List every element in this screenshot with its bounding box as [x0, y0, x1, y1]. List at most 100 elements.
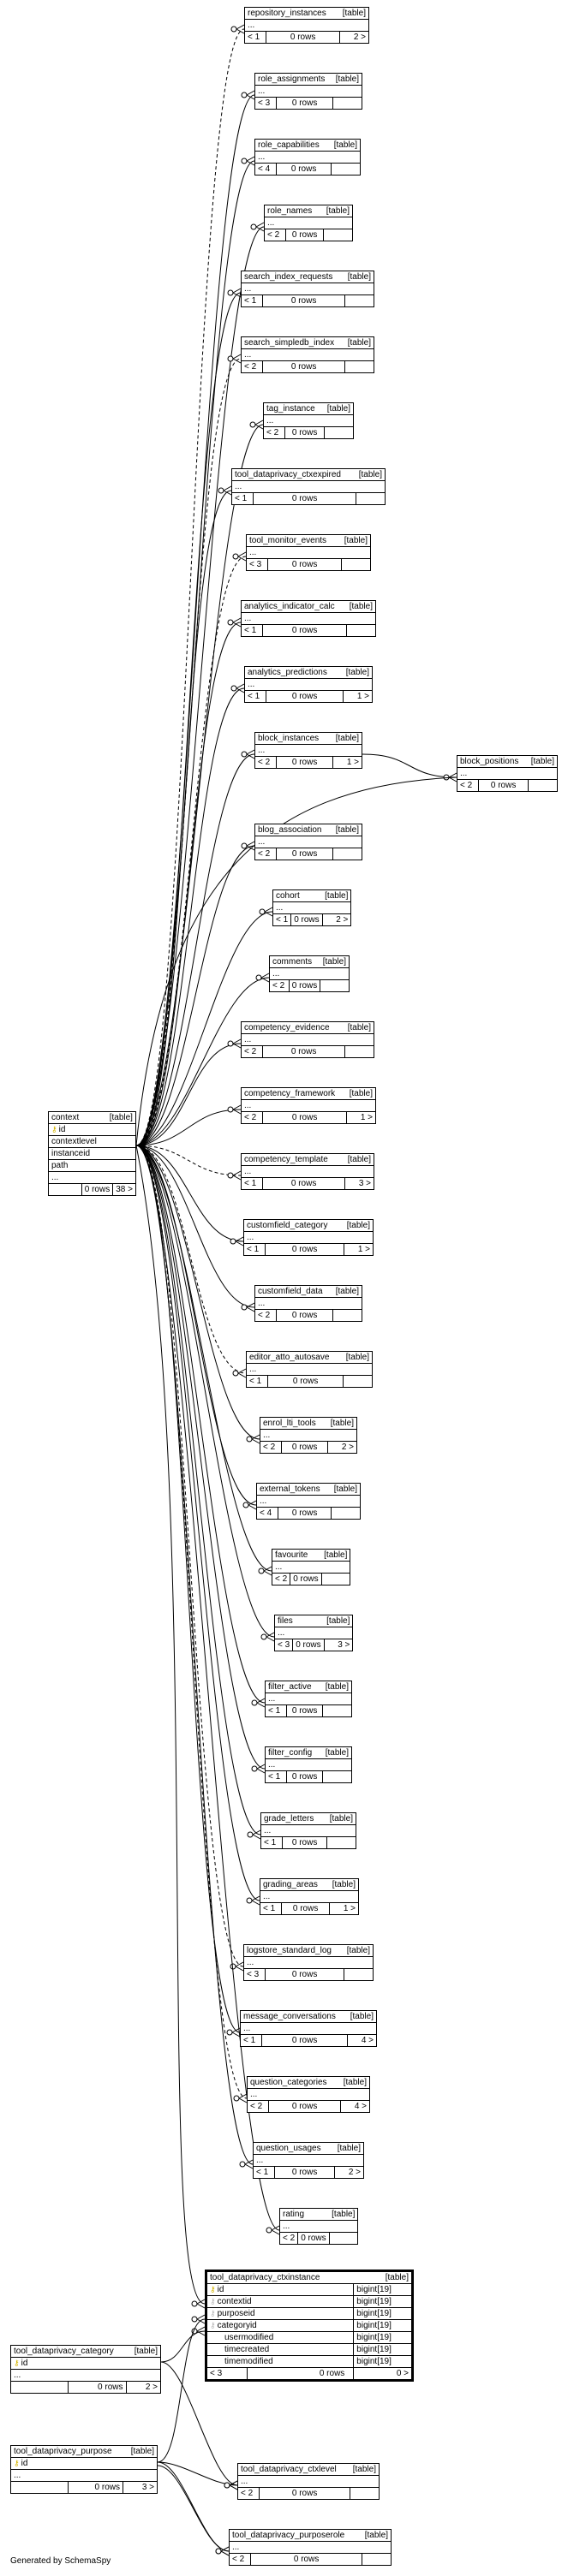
optional-marker [242, 1502, 249, 1508]
parents-count: < 2 [269, 979, 290, 992]
table-title: customfield_data [254, 1285, 333, 1298]
parents-count: < 3 [206, 2367, 248, 2381]
primary-key-icon: ⚷ [14, 2459, 20, 2467]
children-count [344, 360, 374, 373]
table-context[interactable]: context[table] ⚷id contextlevel instance… [48, 1111, 136, 1196]
more-columns: ... [240, 2022, 377, 2035]
crows-foot [236, 24, 245, 34]
relationship-line [157, 2461, 238, 2486]
table-type-tag: [table] [332, 73, 362, 86]
children-count: 4 > [340, 2100, 370, 2113]
more-columns: ... [254, 151, 361, 164]
crows-foot [196, 2326, 206, 2336]
table-title: tool_dataprivacy_category [10, 2345, 126, 2358]
children-count: 0 > [353, 2367, 413, 2381]
table-tool-dataprivacy-category[interactable]: tool_dataprivacy_category[table] ⚷id ...… [10, 2345, 161, 2394]
table-type-tag: [table] [344, 1944, 374, 1957]
optional-marker [239, 2161, 246, 2168]
column-timemodified: timemodified [205, 2355, 355, 2368]
table-tool-dataprivacy-purpose[interactable]: tool_dataprivacy_purpose[table] ⚷id ... … [10, 2445, 158, 2494]
more-columns: ... [244, 19, 369, 32]
row-count: 0 rows [261, 360, 346, 373]
more-columns: ... [247, 2088, 370, 2101]
more-columns: ... [269, 967, 350, 980]
row-count: 0 rows [275, 1309, 334, 1322]
more-columns: ... [256, 1495, 361, 1508]
children-count [322, 1704, 352, 1717]
crows-foot [266, 1632, 275, 1642]
parents-count: < 2 [278, 2232, 299, 2245]
row-count: 0 rows [281, 1836, 328, 1849]
relationship-line [135, 1145, 260, 1440]
optional-marker [227, 619, 234, 626]
table-tool-dataprivacy-purposerole[interactable]: tool_dataprivacy_purposerole[table]...< … [228, 2529, 392, 2566]
children-count [344, 1968, 374, 1981]
crows-foot [235, 1961, 244, 1972]
column-type: bigint[19] [353, 2307, 413, 2320]
optional-marker [249, 421, 256, 428]
children-count: 3 > [344, 1177, 374, 1190]
row-count: 0 rows [261, 624, 348, 637]
parents-count: < 2 [237, 2487, 260, 2500]
more-columns: ... [241, 348, 374, 361]
optional-marker [230, 685, 237, 692]
parents-count: < 2 [254, 756, 277, 769]
table-title: tag_instance [262, 402, 325, 415]
parents-count: < 2 [457, 779, 479, 792]
optional-marker [250, 223, 257, 230]
row-count: 0 rows [265, 690, 344, 703]
parents-count: < 1 [241, 1177, 263, 1190]
crows-foot [232, 1170, 242, 1181]
parents-count: < 3 [273, 1639, 294, 1651]
more-columns: ... [231, 480, 386, 493]
optional-marker [227, 1106, 234, 1113]
table-type-tag: [table] [344, 1021, 374, 1034]
table-tool-dataprivacy-ctxexpired[interactable]: tool_dataprivacy_ctxexpired[table]...< 1… [230, 468, 386, 505]
parents-count: < 4 [254, 163, 277, 176]
table-title: tool_dataprivacy_ctxexpired [230, 468, 356, 481]
row-count: 0 rows [68, 2481, 123, 2494]
more-columns: ... [263, 414, 354, 427]
table-title: tool_dataprivacy_purpose [10, 2445, 123, 2458]
relationship-line [135, 1145, 248, 2099]
children-count [331, 1507, 361, 1520]
parents-count: < 1 [265, 1770, 287, 1783]
